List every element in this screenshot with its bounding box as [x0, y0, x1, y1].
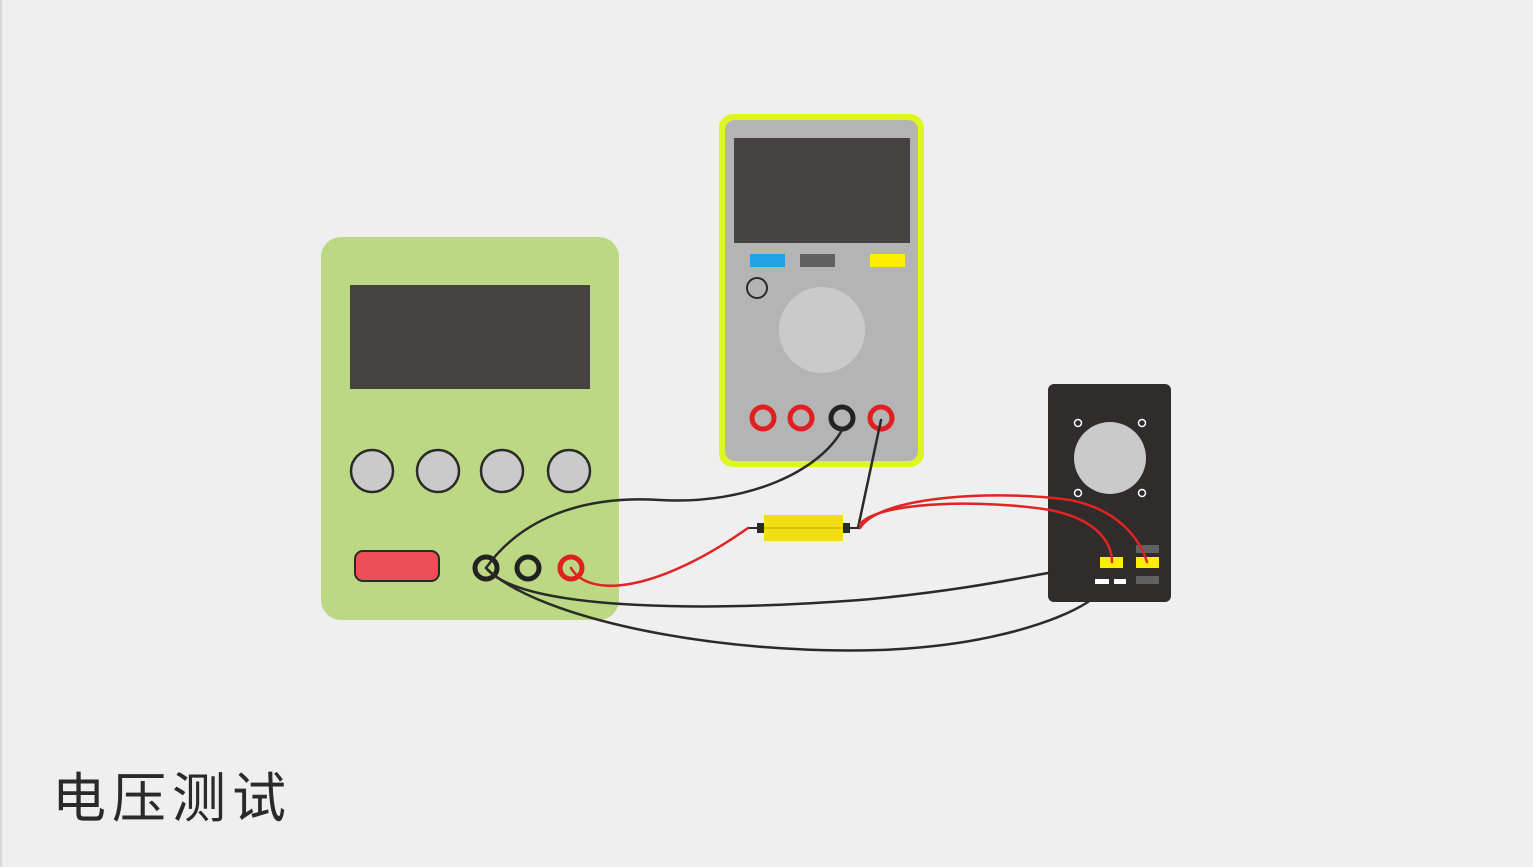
wires	[484, 418, 1149, 652]
sensor-board-disc	[1074, 422, 1146, 494]
power-supply-knob-1[interactable]	[349, 448, 395, 494]
multimeter-small-button[interactable]	[746, 277, 768, 299]
power-supply	[321, 237, 619, 620]
caption: 电压测试	[52, 767, 292, 830]
multimeter-dial[interactable]	[779, 287, 865, 373]
multimeter-button-blue[interactable]	[750, 254, 785, 267]
wire-red-supply-to-resistor	[569, 526, 750, 587]
multimeter	[719, 114, 924, 467]
multimeter-port-red-3[interactable]	[867, 404, 895, 432]
wire-black-supply-to-board-mid	[484, 566, 1050, 608]
sensor-board-hole-tl	[1073, 418, 1083, 428]
resistor	[748, 515, 860, 541]
power-supply-knob-3[interactable]	[479, 448, 525, 494]
power-supply-terminal-black-2[interactable]	[514, 554, 542, 582]
wire-black-supply-to-board-low	[484, 566, 1090, 652]
wire-red-resistor-to-board-2	[858, 502, 1114, 564]
power-supply-knob-2[interactable]	[415, 448, 461, 494]
multimeter-display	[734, 138, 910, 243]
wire-black-multimeter-to-resistor	[856, 418, 883, 530]
sensor-board-pin-gray-top	[1136, 545, 1159, 553]
power-supply-display	[350, 285, 590, 389]
power-supply-knob-4[interactable]	[546, 448, 592, 494]
multimeter-button-yellow[interactable]	[870, 254, 905, 267]
sensor-board-hole-br	[1137, 488, 1147, 498]
sensor-board-pin-white-2	[1114, 579, 1126, 584]
wire-red-resistor-to-board-1	[858, 494, 1149, 564]
sensor-board-pin-gray-bottom	[1136, 576, 1159, 584]
sensor-board-hole-tr	[1137, 418, 1147, 428]
left-border	[0, 0, 2, 867]
power-supply-terminal-black-1[interactable]	[472, 554, 500, 582]
resistor-cap-right	[843, 523, 850, 533]
sensor-board-pin-white	[1095, 579, 1109, 584]
multimeter-button-gray[interactable]	[800, 254, 835, 267]
power-supply-button[interactable]	[354, 550, 440, 582]
sensor-board-hole-bl	[1073, 488, 1083, 498]
power-supply-terminal-red[interactable]	[557, 554, 585, 582]
resistor-cap-left	[757, 523, 764, 533]
multimeter-port-red-2[interactable]	[787, 404, 815, 432]
wire-black-supply-to-multimeter	[484, 428, 844, 570]
multimeter-port-red-1[interactable]	[749, 404, 777, 432]
sensor-board	[1048, 384, 1171, 602]
